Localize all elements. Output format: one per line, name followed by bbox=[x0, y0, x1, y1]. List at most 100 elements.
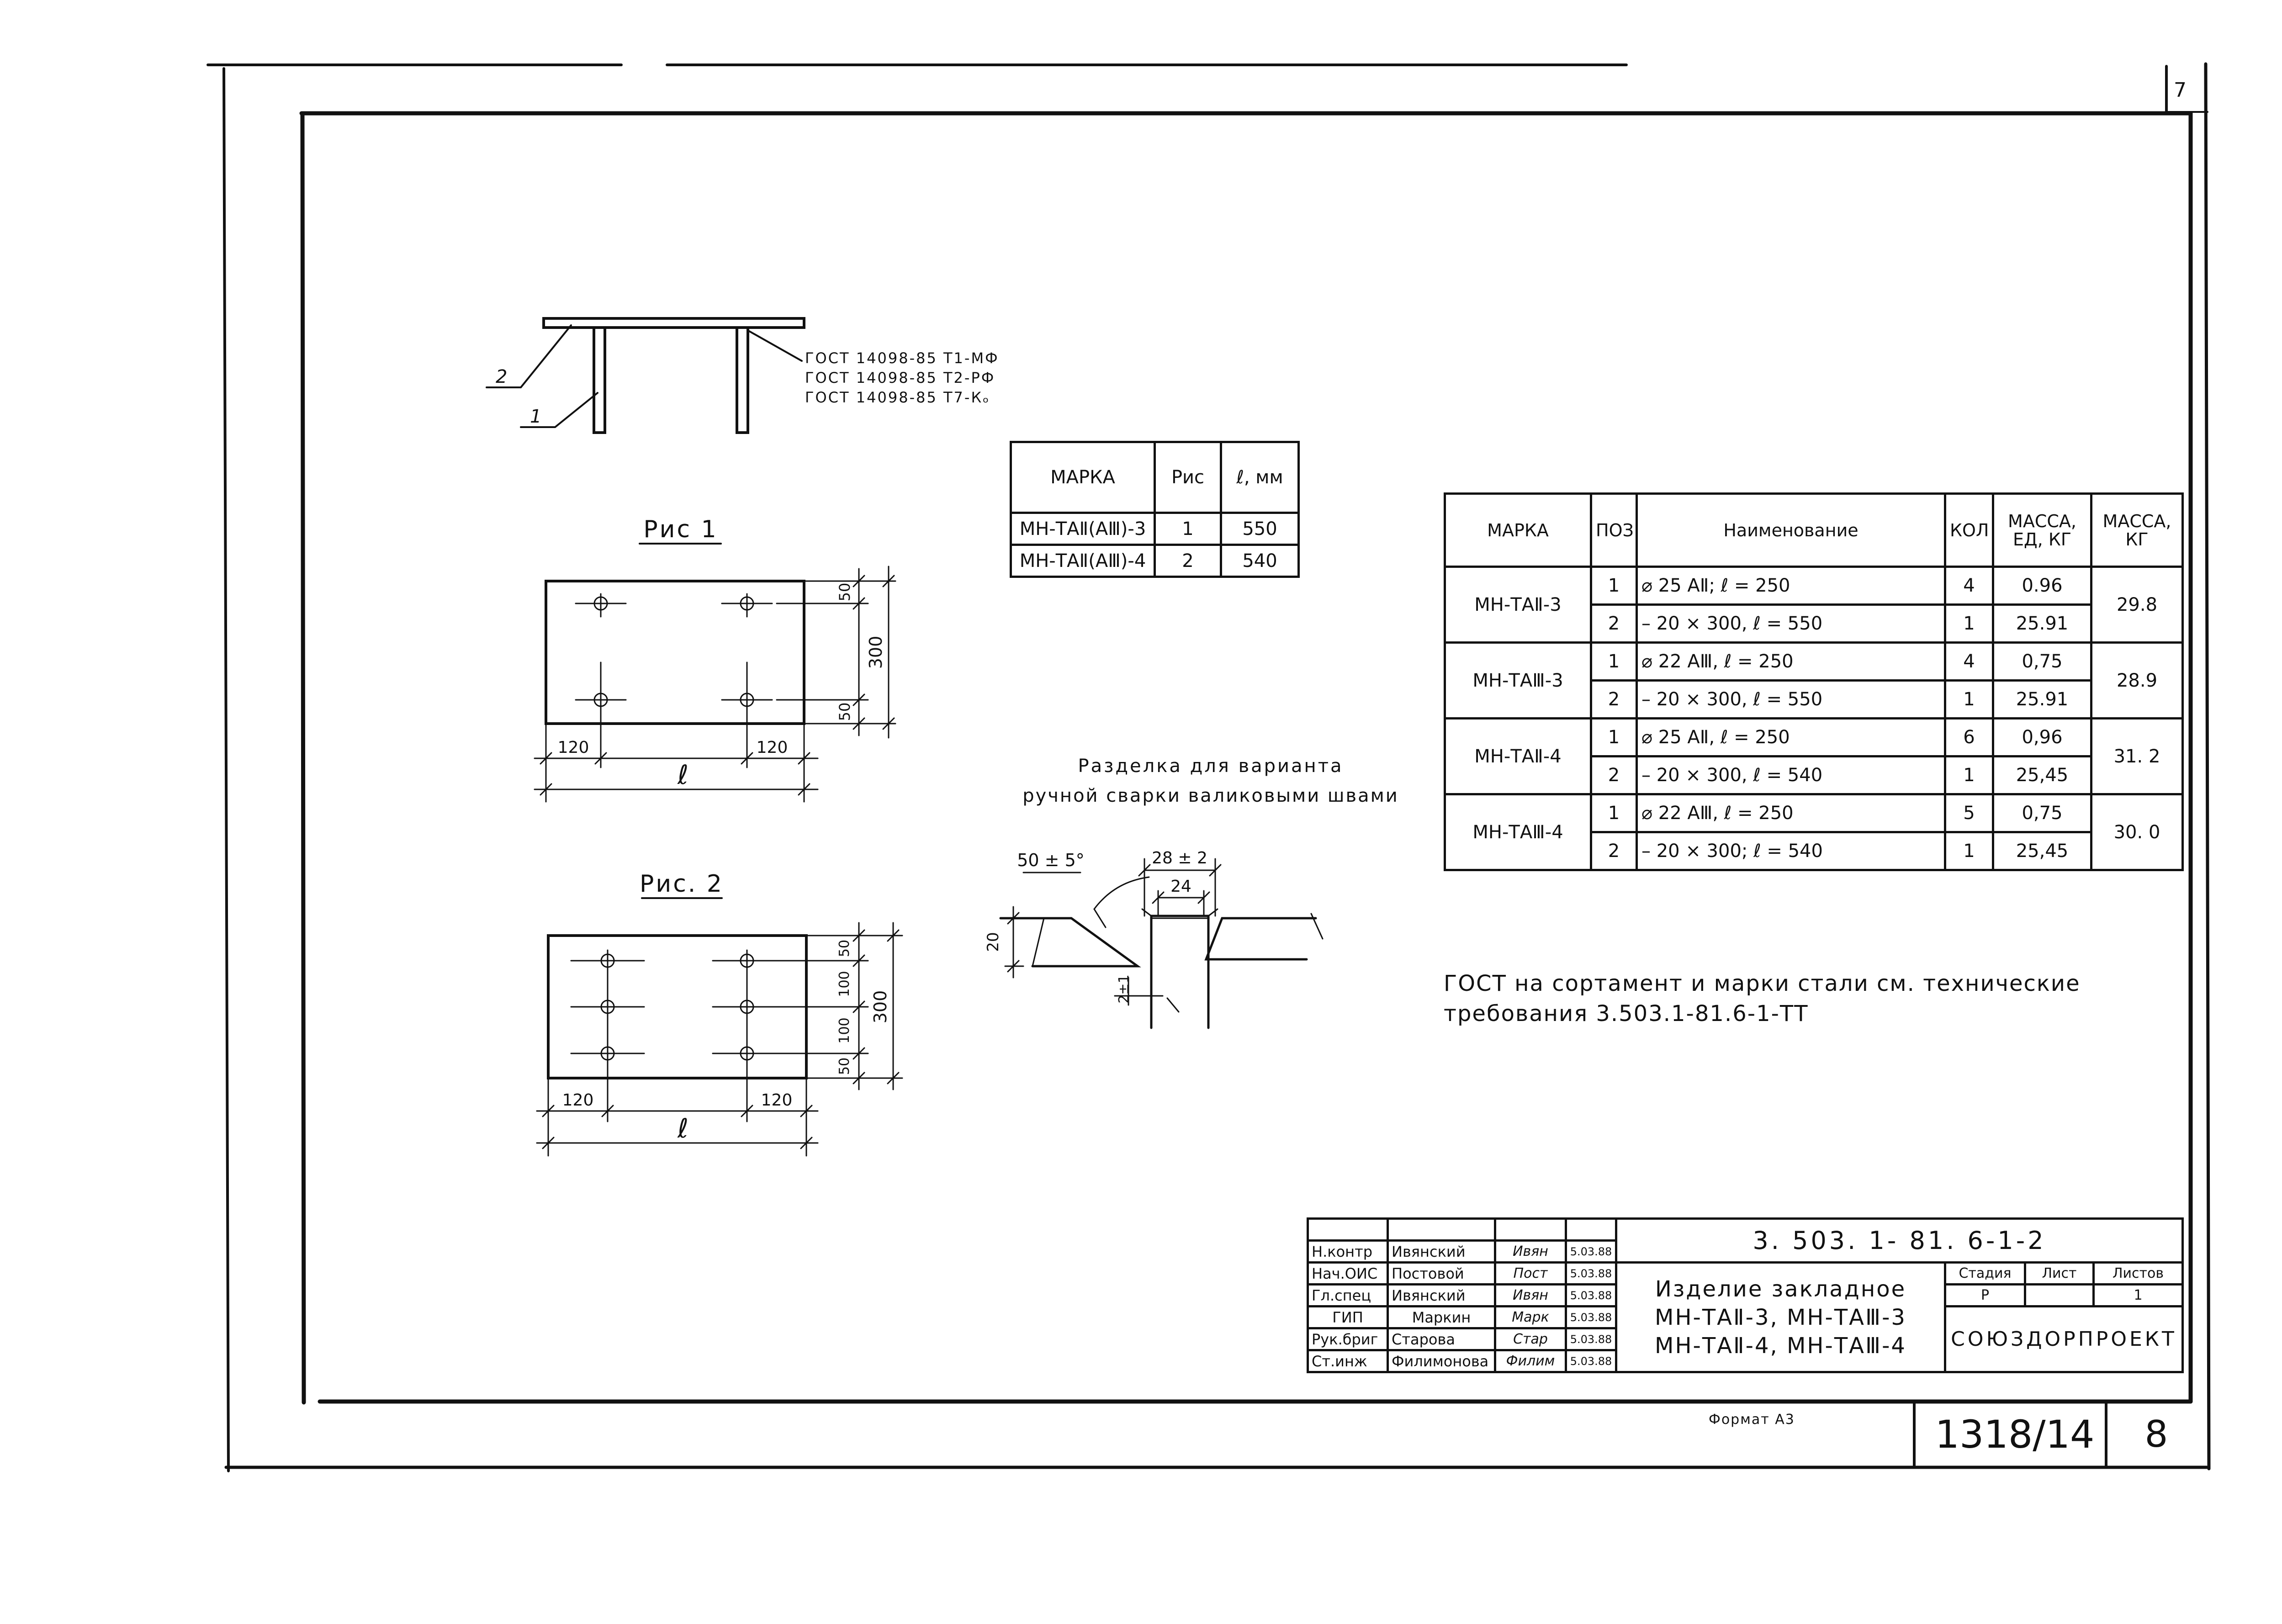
organization: СОЮЗДОРПРОЕКТ bbox=[1944, 1305, 2184, 1373]
spec-name: – 20 × 300, ℓ = 550 bbox=[1636, 603, 1946, 644]
weld-thickness: 20 bbox=[984, 932, 1002, 952]
side-view-position-1: 1 bbox=[530, 406, 541, 427]
signer-role: Н.контр bbox=[1307, 1239, 1389, 1264]
fig2-dim-length: ℓ bbox=[677, 1113, 688, 1144]
spec-qty: 5 bbox=[1944, 793, 1994, 833]
spec-unit-mass: 0,75 bbox=[1992, 641, 2092, 682]
weld-width-inner: 24 bbox=[1170, 877, 1191, 896]
spec-mark: МН-ТАⅢ-3 bbox=[1444, 641, 1592, 719]
steel-grade-note: ГОСТ на сортамент и марки стали см. техн… bbox=[1444, 968, 2081, 1029]
spec-qty: 1 bbox=[1944, 831, 1994, 871]
marks-row-length: 550 bbox=[1220, 512, 1300, 546]
weld-title-line2: ручной сварки валиковыми швами bbox=[1022, 785, 1399, 806]
spec-header-mark: МАРКА bbox=[1444, 492, 1592, 568]
sheets-label: Листов bbox=[2092, 1261, 2184, 1285]
spec-total-mass: 31. 2 bbox=[2090, 717, 2184, 795]
spec-unit-mass: 0,75 bbox=[1992, 793, 2092, 833]
fig1-dim-right: 120 bbox=[757, 738, 788, 757]
marks-header-mark: МАРКА bbox=[1010, 441, 1156, 514]
spec-qty: 1 bbox=[1944, 755, 1994, 795]
drawing-title: Изделие закладное МН-ТАⅡ-3, МН-ТАⅢ-3 МН-… bbox=[1615, 1261, 1946, 1373]
signer-date: 5.03.88 bbox=[1565, 1327, 1617, 1351]
fig2-dim-1: 50 bbox=[837, 940, 852, 957]
spec-total-mass: 30. 0 bbox=[2090, 793, 2184, 871]
marks-row-mark: МН-ТАⅡ(АⅢ)-3 bbox=[1010, 512, 1156, 546]
spec-unit-mass: 25,45 bbox=[1992, 755, 2092, 795]
spec-pos: 2 bbox=[1590, 831, 1638, 871]
drawing-title-line-2: МН-ТАⅡ-3, МН-ТАⅢ-3 bbox=[1655, 1304, 1906, 1330]
archive-number: 1318/14 bbox=[1935, 1412, 2095, 1457]
fig2-title: Рис. 2 bbox=[640, 870, 724, 898]
spec-pos: 1 bbox=[1590, 566, 1638, 606]
page-number-top: 7 bbox=[2174, 79, 2187, 102]
spec-header-pos: ПОЗ bbox=[1590, 492, 1638, 568]
signer-role: Гл.спец bbox=[1307, 1283, 1389, 1307]
marks-row-mark: МН-ТАⅡ(АⅢ)-4 bbox=[1010, 544, 1156, 578]
drawing-title-line-3: МН-ТАⅡ-4, МН-ТАⅢ-4 bbox=[1655, 1333, 1906, 1359]
archive-page: 8 bbox=[2144, 1413, 2168, 1455]
sheet-value bbox=[2024, 1283, 2095, 1307]
signer-date: 5.03.88 bbox=[1565, 1261, 1617, 1285]
spec-pos: 2 bbox=[1590, 679, 1638, 719]
spec-name: – 20 × 300, ℓ = 540 bbox=[1636, 755, 1946, 795]
note-line-1: ГОСТ на сортамент и марки стали см. техн… bbox=[1444, 971, 2081, 996]
signer-signature: Марк bbox=[1494, 1305, 1567, 1329]
stage-value: Р bbox=[1944, 1283, 2026, 1307]
sheet-label: Лист bbox=[2024, 1261, 2095, 1285]
spec-name: – 20 × 300, ℓ = 550 bbox=[1636, 679, 1946, 719]
signer-name: Постовой bbox=[1387, 1261, 1496, 1285]
signer-name: Ивянский bbox=[1387, 1239, 1496, 1264]
spec-pos: 1 bbox=[1590, 717, 1638, 757]
spec-qty: 4 bbox=[1944, 641, 1994, 682]
fig1-dim-height: 300 bbox=[866, 636, 886, 669]
format-label: Формат А3 bbox=[1709, 1412, 1795, 1428]
fig2-dim-height: 300 bbox=[870, 990, 890, 1024]
spec-unit-mass: 25,45 bbox=[1992, 831, 2092, 871]
fig1-dim-left: 120 bbox=[558, 738, 589, 757]
spec-mark: МН-ТАⅢ-4 bbox=[1444, 793, 1592, 871]
signer-name: Маркин bbox=[1387, 1305, 1496, 1329]
marks-table: МАРКА Рис ℓ, мм МН-ТАⅡ(АⅢ)-3 1 550 МН-ТА… bbox=[1010, 441, 1300, 578]
title-block: 3. 503. 1- 81. 6-1-2 Н.контр Ивянский Ив… bbox=[1307, 1217, 2184, 1373]
signer-signature: Филим bbox=[1494, 1349, 1567, 1373]
spec-name: ⌀ 22 АⅢ, ℓ = 250 bbox=[1636, 641, 1946, 682]
spec-pos: 2 bbox=[1590, 755, 1638, 795]
marks-row-fig: 2 bbox=[1154, 544, 1222, 578]
marks-header-fig: Рис bbox=[1154, 441, 1222, 514]
note-line-2: требования 3.503.1-81.6-1-ТТ bbox=[1444, 1001, 1809, 1026]
signer-signature: Ивян bbox=[1494, 1239, 1567, 1264]
signer-date: 5.03.88 bbox=[1565, 1283, 1617, 1307]
signer-role: Нач.ОИС bbox=[1307, 1261, 1389, 1285]
fig1-dim-top: 50 bbox=[836, 583, 853, 602]
spec-pos: 1 bbox=[1590, 793, 1638, 833]
fig1-title: Рис 1 bbox=[643, 516, 718, 543]
signer-name: Филимонова bbox=[1387, 1349, 1496, 1373]
spec-qty: 6 bbox=[1944, 717, 1994, 757]
drawing-title-line-1: Изделие закладное bbox=[1655, 1276, 1906, 1302]
fig2-dim-2: 100 bbox=[837, 971, 852, 997]
spec-header-total-mass: МАССА, КГ bbox=[2090, 492, 2184, 568]
spec-total-mass: 28.9 bbox=[2090, 641, 2184, 719]
spec-name: – 20 × 300; ℓ = 540 bbox=[1636, 831, 1946, 871]
spec-name: ⌀ 25 АⅡ, ℓ = 250 bbox=[1636, 717, 1946, 757]
weld-title-line1: Разделка для варианта bbox=[1078, 756, 1343, 777]
gost-note-3: ГОСТ 14098-85 Т7-Кₒ bbox=[805, 389, 990, 406]
signer-date: 5.03.88 bbox=[1565, 1305, 1617, 1329]
spec-pos: 2 bbox=[1590, 603, 1638, 644]
fig1-dim-bottom: 50 bbox=[836, 703, 853, 721]
signer-date: 5.03.88 bbox=[1565, 1349, 1617, 1373]
weld-width-outer: 28 ± 2 bbox=[1152, 849, 1207, 868]
gost-note-1: ГОСТ 14098-85 Т1-МФ bbox=[805, 349, 999, 367]
spec-name: ⌀ 22 АⅢ, ℓ = 250 bbox=[1636, 793, 1946, 833]
spec-table: МАРКА ПОЗ Наименование КОЛ МАССА, ЕД, КГ… bbox=[1444, 492, 2184, 871]
signer-signature: Пост bbox=[1494, 1261, 1567, 1285]
signer-date: 5.03.88 bbox=[1565, 1239, 1617, 1264]
spec-mark: МН-ТАⅡ-3 bbox=[1444, 566, 1592, 644]
spec-unit-mass: 0.96 bbox=[1992, 566, 2092, 606]
spec-unit-mass: 25.91 bbox=[1992, 603, 2092, 644]
fig1-dim-length: ℓ bbox=[677, 759, 688, 790]
weld-angle: 50 ± 5° bbox=[1017, 850, 1085, 870]
fig2-dim-3: 100 bbox=[837, 1017, 852, 1043]
signer-role: ГИП bbox=[1307, 1305, 1389, 1329]
